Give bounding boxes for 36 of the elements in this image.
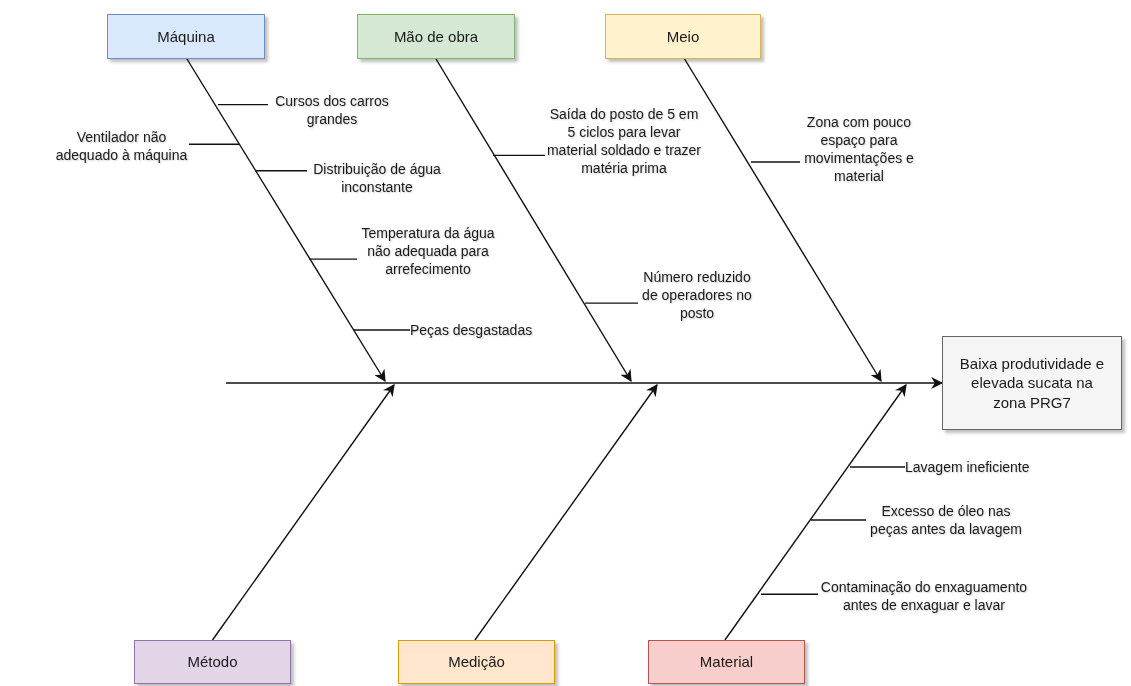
leader-line xyxy=(188,143,240,145)
cause-text: Excesso de óleo nas peças antes da lavagem xyxy=(866,502,1026,538)
effect-box: Baixa produtividade e elevada sucata na zona PRG7 xyxy=(942,336,1122,430)
leader-line xyxy=(217,103,269,106)
cause-text: Zona com pouco espaço para movimentações e material xyxy=(800,113,918,185)
leader-line xyxy=(584,302,639,304)
leader-line xyxy=(308,258,358,260)
arrow xyxy=(683,58,882,382)
arrow xyxy=(724,384,907,641)
cause-text: Número reduzido de operadores no posto xyxy=(638,268,756,322)
arrow xyxy=(474,384,658,641)
leader-line xyxy=(810,519,867,521)
arrow xyxy=(435,58,632,383)
cause-text: Saída do posto de 5 em 5 ciclos para levar material soldado e trazer matéria prima xyxy=(545,105,703,177)
arrow xyxy=(186,58,386,382)
arrow xyxy=(211,384,395,641)
category-box: Material xyxy=(648,640,805,684)
cause-text: Contaminação do enxaguamento antes de enxaguar e lavar xyxy=(818,578,1030,614)
cause-text: Distribuição de água inconstante xyxy=(307,160,447,196)
cause-text: Temperatura da água não adequada para arrefecimento xyxy=(357,224,499,278)
leader-line xyxy=(254,170,308,172)
leader-line xyxy=(353,329,411,331)
category-box: Meio xyxy=(605,14,761,59)
category-box: Método xyxy=(134,640,291,684)
leader-line xyxy=(760,593,819,595)
category-box: Mão de obra xyxy=(357,14,515,59)
cause-text: Cursos dos carros grandes xyxy=(268,92,396,128)
cause-text: Lavagem ineficiente xyxy=(905,458,1030,476)
category-box: Medição xyxy=(398,640,555,684)
leader-line xyxy=(750,161,801,163)
cause-text: Ventilador não adequado à máquina xyxy=(54,128,189,164)
leader-line xyxy=(849,466,906,468)
category-box: Máquina xyxy=(107,14,265,59)
cause-text: Peças desgastadas xyxy=(410,321,533,339)
spine-arrow xyxy=(225,377,944,389)
leader-line xyxy=(492,154,546,157)
